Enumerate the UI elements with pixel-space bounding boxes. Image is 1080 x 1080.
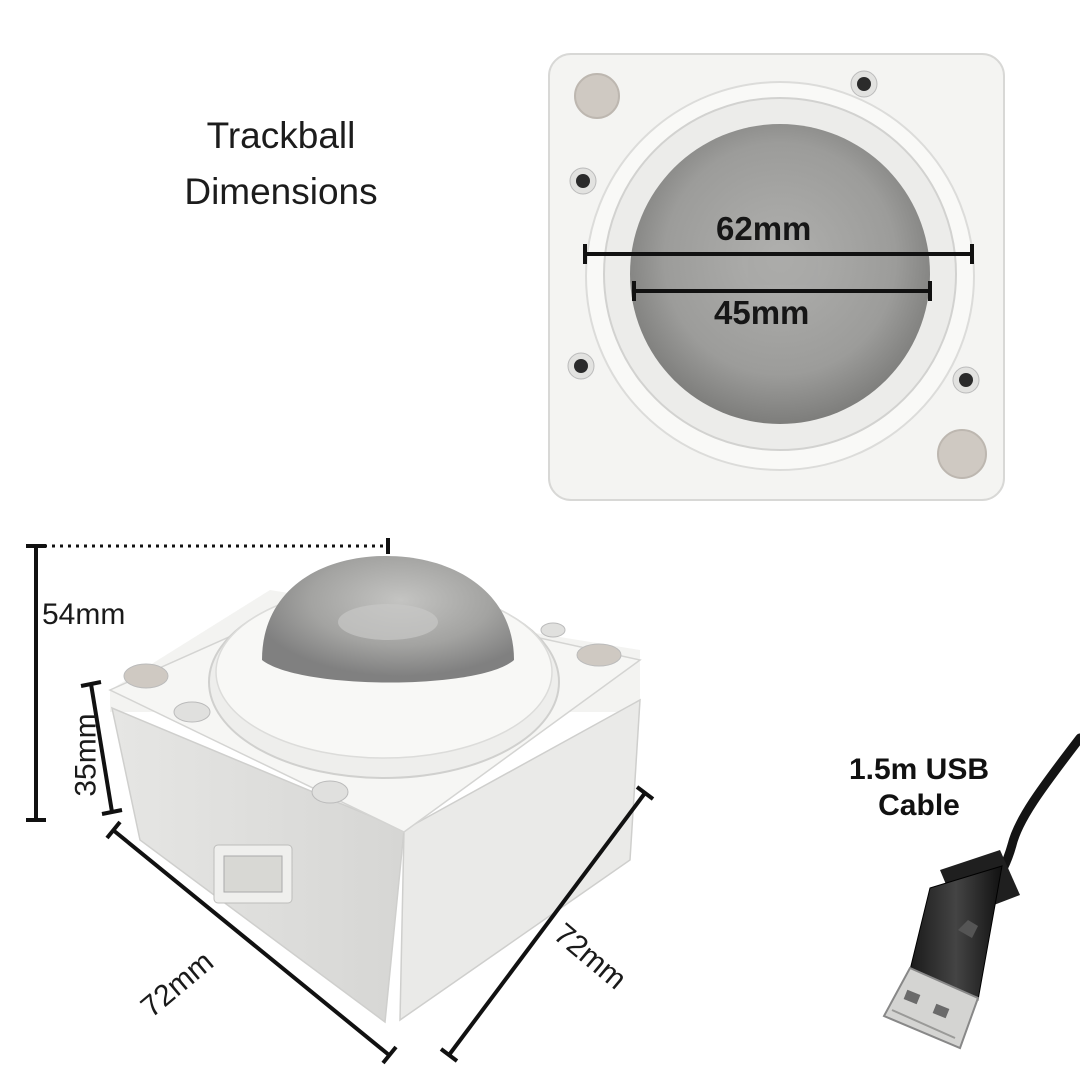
usb-plug-icon: [882, 733, 1080, 1050]
screw-icon: [569, 167, 597, 195]
cable-label-line-2: Cable: [878, 789, 960, 822]
trackball-top-view: [548, 53, 1005, 501]
trackball-perspective-view: [26, 538, 655, 1065]
mount-hole-icon: [937, 429, 987, 479]
screw-icon: [567, 352, 595, 380]
measure-line-72mm-width: [439, 785, 655, 1063]
screw-icon: [952, 366, 980, 394]
screw-icon: [850, 70, 878, 98]
cable-label-line-1: 1.5m USB: [848, 753, 990, 786]
measure-line-35mm: [80, 680, 123, 816]
measure-line-45mm: [632, 281, 932, 301]
label-45mm: 45mm: [714, 294, 810, 331]
measure-line-54mm: [26, 538, 390, 822]
title-line-1: Trackball: [206, 115, 356, 156]
mount-hole-icon: [574, 73, 620, 119]
measure-line-72mm-depth: [105, 820, 398, 1065]
label-35mm: 35mm: [69, 713, 103, 797]
label-54mm: 54mm: [42, 598, 126, 631]
page-title: Trackball Dimensions: [150, 108, 412, 220]
title-line-2: Dimensions: [184, 171, 378, 212]
usb-port-icon: [213, 844, 293, 904]
measure-line-62mm: [583, 244, 974, 264]
cable-label: 1.5m USB Cable: [826, 752, 1012, 824]
label-62mm: 62mm: [716, 210, 812, 247]
